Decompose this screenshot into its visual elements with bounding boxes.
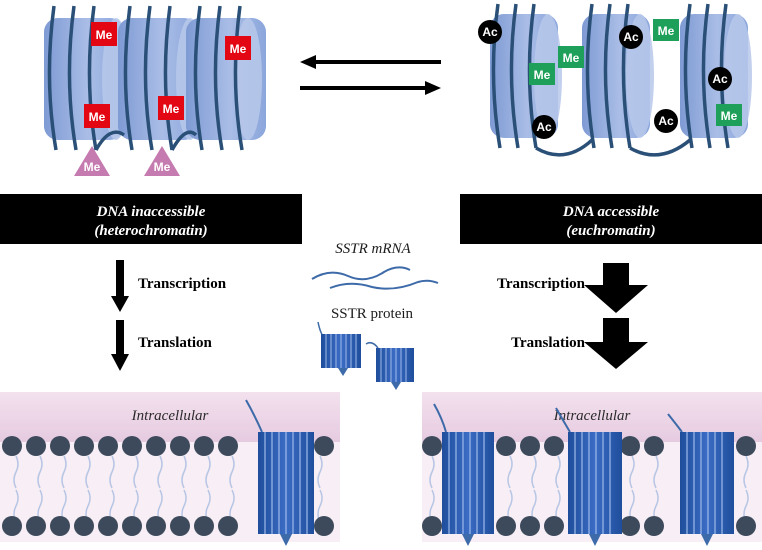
- heterochromatin-marks: Me Me Me Me Me Me: [74, 22, 251, 176]
- lipid-heads-top: [2, 436, 334, 456]
- right-pathway: Transcription Translation: [497, 263, 648, 369]
- translation-label: Translation: [138, 335, 213, 351]
- euchromatin-banner: DNA accessible (euchromatin): [460, 194, 762, 244]
- svg-text:Me: Me: [154, 160, 171, 174]
- histone-methyl-mark: Me: [158, 96, 184, 120]
- svg-text:Me: Me: [534, 68, 551, 82]
- dna-methyl-mark: Me: [74, 146, 110, 176]
- lipid-heads-top: [422, 436, 756, 456]
- sstr-protein-free-1: [317, 321, 361, 376]
- svg-text:(heterochromatin): (heterochromatin): [94, 223, 207, 239]
- intracellular-label: Intracellular: [131, 408, 209, 424]
- transcription-label: Transcription: [138, 276, 227, 292]
- svg-text:DNA inaccessible: DNA inaccessible: [96, 204, 206, 220]
- svg-text:Ac: Ac: [482, 25, 498, 39]
- histone-methyl-mark: Me: [225, 36, 251, 60]
- svg-text:Me: Me: [658, 24, 675, 38]
- svg-text:Me: Me: [96, 28, 113, 42]
- svg-text:Me: Me: [89, 110, 106, 124]
- sstr-receptor-embedded: [555, 407, 622, 546]
- lipid-heads-bottom: [2, 516, 334, 536]
- histone-methyl-mark: Me: [91, 22, 117, 46]
- svg-text:Ac: Ac: [658, 114, 674, 128]
- forward-arrow: [300, 81, 441, 95]
- histone-methyl-mark: Me: [84, 104, 110, 128]
- protein-label: SSTR protein: [331, 306, 414, 322]
- heterochromatin-banner: DNA inaccessible (heterochromatin): [0, 194, 302, 244]
- sstr-mrna: SSTR mRNA: [311, 241, 439, 290]
- translation-arrow-thin: [111, 320, 129, 371]
- reverse-arrow: [300, 55, 441, 69]
- svg-text:Me: Me: [230, 42, 247, 56]
- translation-label: Translation: [511, 335, 586, 351]
- transcription-arrow-thin: [111, 260, 129, 312]
- mrna-label: SSTR mRNA: [335, 241, 411, 257]
- acetyl-mark: Ac: [654, 109, 678, 133]
- equilibrium-arrows: [300, 55, 441, 95]
- sstr-protein-free-2: [365, 341, 414, 390]
- lipid-heads-bottom: [422, 516, 756, 536]
- nucleosome-2: [582, 14, 654, 138]
- svg-text:Ac: Ac: [712, 72, 728, 86]
- left-pathway: Transcription Translation: [111, 260, 227, 371]
- dna-methyl-mark: Me: [144, 146, 180, 176]
- svg-text:Ac: Ac: [536, 120, 552, 134]
- svg-text:Me: Me: [563, 51, 580, 65]
- svg-text:Me: Me: [163, 102, 180, 116]
- sstr-receptor-embedded: [433, 403, 494, 546]
- acetyl-mark: Ac: [532, 115, 556, 139]
- histone-methyl-mark: Me: [716, 104, 742, 126]
- transcription-arrow-thick: [584, 263, 648, 313]
- sstr-receptor-embedded: [667, 413, 734, 546]
- intracellular-label: Intracellular: [553, 408, 631, 424]
- euchromatin-marks: Ac Ac Ac Ac Ac Me Me Me: [478, 19, 742, 139]
- histone-methyl-mark: Me: [653, 19, 679, 41]
- svg-text:Me: Me: [84, 160, 101, 174]
- svg-text:Ac: Ac: [623, 30, 639, 44]
- acetyl-mark: Ac: [708, 67, 732, 91]
- translation-arrow-thick: [584, 318, 648, 369]
- sstr-receptor-embedded: [245, 399, 314, 546]
- transcription-label: Transcription: [497, 276, 586, 292]
- svg-text:(euchromatin): (euchromatin): [566, 223, 655, 239]
- right-cell-membrane: Intracellular: [422, 392, 762, 546]
- acetyl-mark: Ac: [619, 25, 643, 49]
- acetyl-mark: Ac: [478, 20, 502, 44]
- svg-text:Me: Me: [721, 109, 738, 123]
- histone-methyl-mark: Me: [529, 63, 555, 85]
- dna-strand-wraps: [47, 5, 244, 151]
- left-cell-membrane: Intracellular: [0, 392, 340, 546]
- heterochromatin-nucleosomes: [44, 5, 266, 151]
- histone-methyl-mark: Me: [558, 46, 584, 68]
- svg-text:DNA accessible: DNA accessible: [562, 204, 660, 220]
- nucleosome-1: [490, 14, 562, 138]
